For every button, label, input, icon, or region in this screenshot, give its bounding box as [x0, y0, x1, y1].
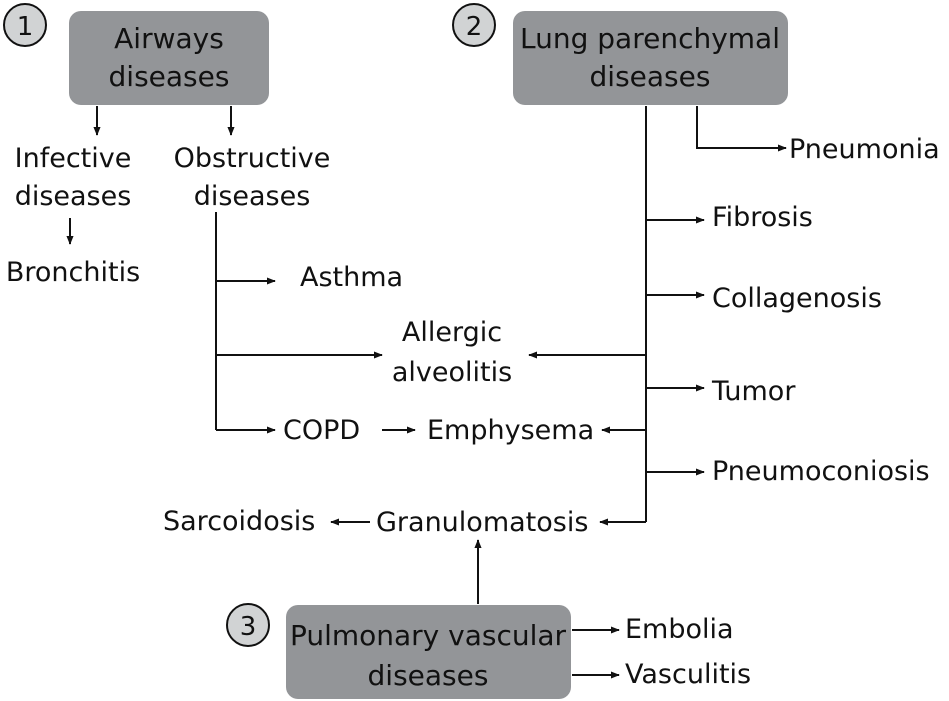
pneumonia-label: Pneumonia — [789, 134, 940, 165]
allergic-alveolitis-line1: Allergic — [402, 317, 502, 348]
vascular-title-line2: diseases — [368, 659, 489, 692]
parenchymal-title-line2: diseases — [590, 60, 711, 93]
copd-label: COPD — [283, 415, 360, 446]
collagenosis-label: Collagenosis — [712, 283, 882, 314]
airways-title-line2: diseases — [109, 60, 230, 93]
parenchymal-title-line1: Lung parenchymal — [520, 22, 780, 55]
pulmonary-vascular-diseases-box: Pulmonary vascular diseases — [286, 605, 571, 699]
edge-parenchymal-pneumonia — [696, 106, 787, 152]
badge-3: 3 — [226, 603, 270, 647]
vascular-title-line1: Pulmonary vascular — [290, 619, 567, 652]
badge-1: 1 — [3, 3, 47, 47]
badge-2: 2 — [452, 3, 496, 47]
obstructive-line1: Obstructive — [174, 143, 331, 174]
sarcoidosis-label: Sarcoidosis — [163, 506, 315, 537]
airways-diseases-box: Airways diseases — [69, 11, 269, 105]
svg-text:1: 1 — [17, 12, 34, 42]
granulomatosis-label: Granulomatosis — [376, 507, 588, 538]
emphysema-label: Emphysema — [427, 415, 594, 446]
embolia-label: Embolia — [625, 614, 734, 645]
fibrosis-label: Fibrosis — [712, 202, 813, 233]
asthma-label: Asthma — [300, 262, 403, 293]
obstructive-line2: diseases — [194, 181, 311, 212]
lung-parenchymal-diseases-box: Lung parenchymal diseases — [513, 11, 788, 105]
vasculitis-label: Vasculitis — [625, 659, 751, 690]
bronchitis-label: Bronchitis — [6, 257, 140, 288]
allergic-alveolitis-line2: alveolitis — [392, 357, 512, 388]
infective-line1: Infective — [15, 143, 132, 174]
pneumoconiosis-label: Pneumoconiosis — [712, 456, 930, 487]
airways-title-line1: Airways — [114, 22, 224, 55]
svg-text:3: 3 — [240, 612, 257, 642]
svg-text:2: 2 — [466, 12, 483, 42]
infective-line2: diseases — [15, 181, 132, 212]
tumor-label: Tumor — [711, 376, 796, 407]
